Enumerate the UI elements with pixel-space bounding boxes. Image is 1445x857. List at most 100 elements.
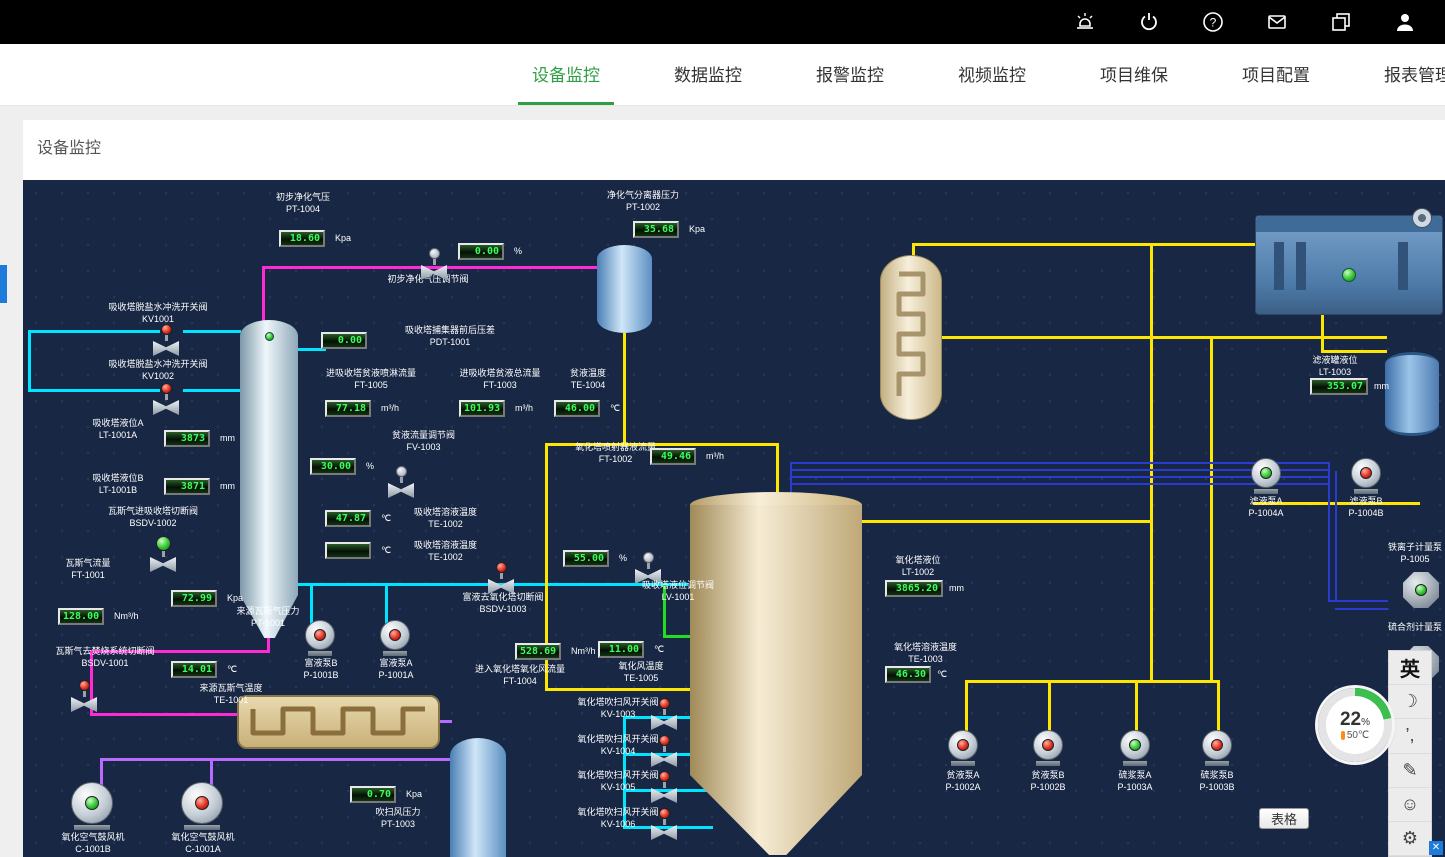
valve-bsdv1001[interactable] xyxy=(71,680,97,712)
pump-p1003b[interactable] xyxy=(1202,730,1232,766)
tab-data-monitor[interactable]: 数据监控 xyxy=(674,65,742,85)
pen-icon[interactable]: ✎ xyxy=(1389,754,1431,788)
thermometer-icon xyxy=(1340,730,1345,740)
centrifuge-machine xyxy=(1255,208,1443,315)
unit-label: % xyxy=(619,553,628,563)
theme-moon-icon[interactable]: ☽ xyxy=(1389,685,1431,720)
valve-kv1004[interactable] xyxy=(651,735,677,767)
led-display: 47.87 xyxy=(325,510,371,527)
led-display: 77.18 xyxy=(325,400,371,417)
svg-text:?: ? xyxy=(1210,16,1217,30)
led-display: 0.70 xyxy=(350,786,396,803)
unit-label: % xyxy=(366,461,375,471)
help-icon[interactable]: ? xyxy=(1201,10,1225,34)
blower-c1001b[interactable] xyxy=(71,782,113,830)
led-display: 353.07 xyxy=(1310,378,1368,395)
pump-p1001b[interactable] xyxy=(305,620,335,656)
valve-kv1005[interactable] xyxy=(651,771,677,803)
window-copy-icon[interactable] xyxy=(1329,10,1353,34)
close-icon[interactable]: ✕ xyxy=(1429,841,1443,855)
led-display: 0.00 xyxy=(321,332,367,349)
tab-project-maintenance[interactable]: 项目维保 xyxy=(1100,65,1168,85)
valve-bsdv1002[interactable] xyxy=(150,536,176,572)
tab-video-monitor[interactable]: 视频监控 xyxy=(958,65,1026,85)
led-display: 49.46 xyxy=(650,448,696,465)
valve-kv1006[interactable] xyxy=(651,808,677,840)
unit-label: mm xyxy=(1374,381,1389,391)
left-edge-tab[interactable] xyxy=(0,265,7,303)
pipe xyxy=(1328,464,1330,602)
valve-kv1001[interactable] xyxy=(153,324,179,356)
valve-kv1002[interactable] xyxy=(153,383,179,415)
valve-bsdv1003[interactable] xyxy=(488,562,514,594)
table-button[interactable]: 表格 xyxy=(1259,808,1309,829)
pipe xyxy=(90,713,240,716)
pipe xyxy=(663,635,693,638)
oxidation-tower xyxy=(690,505,862,855)
pump-label: 硫合剂计量泵 xyxy=(1387,622,1442,632)
pump-p1004a[interactable] xyxy=(1251,458,1281,494)
pump-p1001a[interactable] xyxy=(380,620,410,656)
unit-label: Kpa xyxy=(335,233,352,243)
pipe xyxy=(1210,336,1213,683)
progress-gauge: 22% 50℃ xyxy=(1318,688,1392,762)
led-display: 46.00 xyxy=(554,400,600,417)
tab-device-monitor[interactable]: 设备监控 xyxy=(518,44,614,105)
tab-alarm-monitor[interactable]: 报警监控 xyxy=(816,65,884,85)
mail-icon[interactable] xyxy=(1265,10,1289,34)
unit-label: ℃ xyxy=(654,644,665,654)
pipe xyxy=(28,330,160,333)
control-valve-pv1004[interactable] xyxy=(421,248,447,280)
pipe xyxy=(90,650,93,716)
led-display: 101.93 xyxy=(459,400,505,417)
unit-label: ℃ xyxy=(381,513,392,523)
unit-label: Kpa xyxy=(689,224,706,234)
pipe xyxy=(210,758,213,786)
pipe xyxy=(262,266,602,269)
valve-kv1003[interactable] xyxy=(651,698,677,730)
metering-pump-p1005[interactable] xyxy=(1403,572,1439,608)
pump-p1004b[interactable] xyxy=(1351,458,1381,494)
control-valve-lv1001[interactable] xyxy=(635,552,661,584)
control-valve-fv1003[interactable] xyxy=(388,466,414,498)
user-icon[interactable] xyxy=(1393,10,1417,34)
pump-p1003a[interactable] xyxy=(1120,730,1150,766)
pipe xyxy=(100,758,452,761)
pipe xyxy=(790,483,1330,485)
pipe xyxy=(1217,680,1220,732)
power-icon[interactable] xyxy=(1137,10,1161,34)
blower-c1001a[interactable] xyxy=(181,782,223,830)
lang-button[interactable]: 英 xyxy=(1389,651,1431,686)
fan-icon xyxy=(1412,208,1432,228)
settings-gear-icon[interactable]: ⚙ xyxy=(1389,822,1431,857)
pump-p1002b[interactable] xyxy=(1033,730,1063,766)
pipe xyxy=(776,443,779,500)
unit-label: ℃ xyxy=(610,403,621,413)
unit-label: m³/h xyxy=(706,451,724,461)
pipe xyxy=(912,243,915,257)
pipe xyxy=(965,680,1220,683)
unit-label: mm xyxy=(949,583,964,593)
tab-report-management[interactable]: 报表管理 xyxy=(1384,65,1445,85)
tab-project-config[interactable]: 项目配置 xyxy=(1242,65,1310,85)
led-display: 528.69 xyxy=(515,643,561,660)
pipe xyxy=(1321,313,1324,353)
pipe xyxy=(90,650,270,653)
pipe xyxy=(623,753,713,756)
alarm-light-icon[interactable] xyxy=(1073,10,1097,34)
pump-p1002a[interactable] xyxy=(948,730,978,766)
emoji-icon[interactable]: ☺ xyxy=(1389,788,1431,822)
quote-icon[interactable]: ’, xyxy=(1389,719,1431,754)
